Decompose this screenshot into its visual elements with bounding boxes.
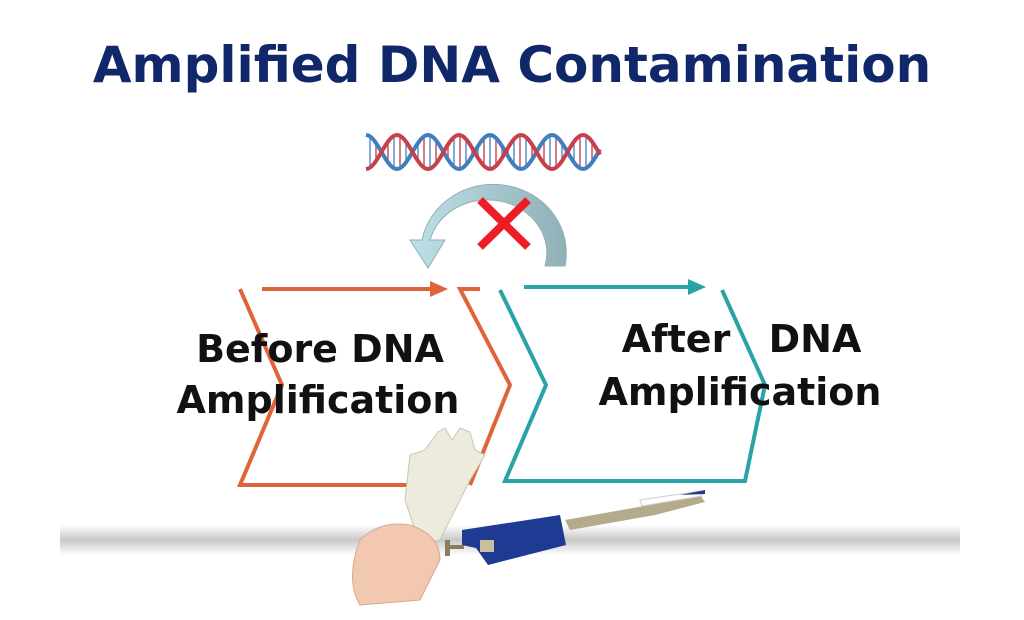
dna-strand xyxy=(365,133,602,172)
after-label-line2: Amplification xyxy=(599,370,882,414)
glove-hand-icon xyxy=(352,427,486,606)
dna-strand xyxy=(365,132,602,171)
after-label-word1: After xyxy=(622,317,731,361)
pipette-icon xyxy=(445,490,705,565)
curved-return-arrow-icon xyxy=(409,183,567,269)
dna-helix-icon xyxy=(365,132,602,172)
before-label-line2: Amplification xyxy=(177,378,460,422)
prohibited-x-icon xyxy=(477,197,531,250)
before-label-line1: Before DNA xyxy=(196,327,444,371)
after-label-word2: DNA xyxy=(769,317,862,361)
before-amplification-chevron xyxy=(236,281,513,487)
after-amplification-chevron xyxy=(498,279,768,483)
page-title: Amplified DNA Contamination xyxy=(93,36,931,94)
